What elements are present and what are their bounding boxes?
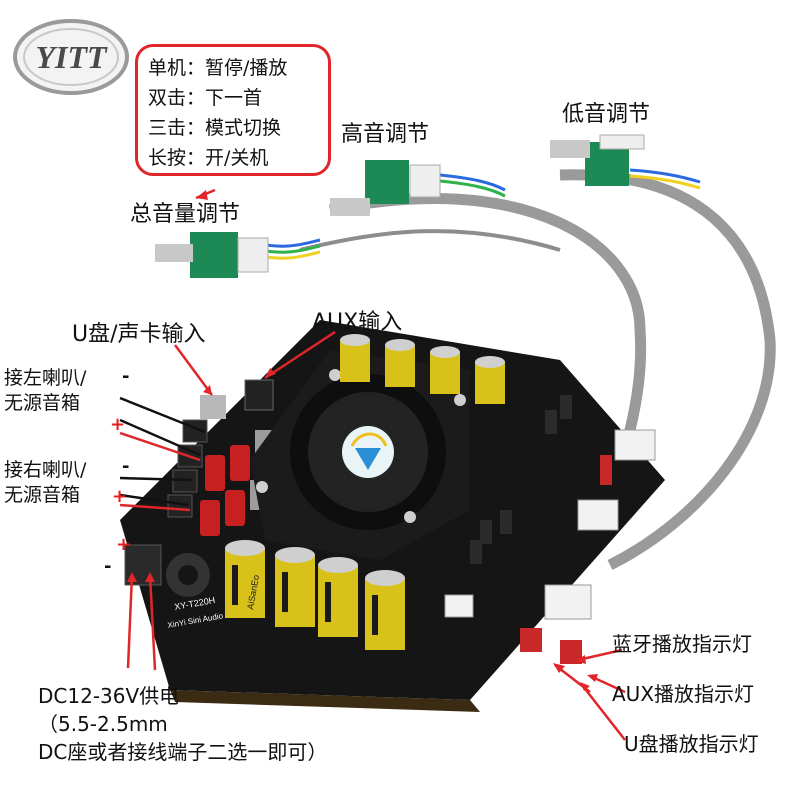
callout-line-long: 长按：开/关机 xyxy=(148,147,269,169)
usb-port xyxy=(200,395,226,419)
volume-cable xyxy=(299,229,561,252)
dc-minus-sign: - xyxy=(104,556,112,577)
left-plus-sign: + xyxy=(110,414,126,435)
bass-label: 低音调节 xyxy=(562,102,651,127)
brand-logo: YITT xyxy=(10,16,132,98)
dc-power-label-1: DC12-36V供电 xyxy=(38,684,180,708)
resistors xyxy=(200,445,250,536)
aux-led-label: AUX播放指示灯 xyxy=(612,682,755,706)
logo-text: YITT xyxy=(35,39,108,75)
button-function-callout: 单机：暂停/播放 双击：下一首 三击：模式切换 长按：开/关机 xyxy=(135,44,331,176)
bluetooth-led-label: 蓝牙播放指示灯 xyxy=(612,632,752,656)
right-speaker-label-2: 无源音箱 xyxy=(4,484,81,506)
right-plus-sign: + xyxy=(112,486,128,507)
volume-pot xyxy=(155,232,269,278)
usb-soundcard-label: U盘/声卡输入 xyxy=(72,322,206,347)
signal-caps xyxy=(470,395,572,564)
small-caps xyxy=(520,455,612,664)
cooling-fan xyxy=(250,350,470,560)
dc-power-label-3: DC座或者接线端子二选一即可） xyxy=(38,740,328,764)
white-connectors xyxy=(444,429,656,620)
total-volume-label: 总音量调节 xyxy=(130,202,241,227)
dc-plus-sign: + xyxy=(116,534,132,555)
aux-port xyxy=(244,379,274,411)
usb-led-label: U盘播放指示灯 xyxy=(624,732,759,756)
bass-pot xyxy=(550,134,645,186)
bass-cable xyxy=(559,169,776,570)
callout-line-double: 双击：下一首 xyxy=(148,87,263,109)
left-speaker-label-1: 接左喇叭/ xyxy=(4,367,87,389)
left-speaker-label-2: 无源音箱 xyxy=(4,392,81,414)
right-minus-sign: - xyxy=(122,456,130,477)
bottom-capacitors xyxy=(225,540,405,650)
aux-input-label: AUX输入 xyxy=(312,310,403,335)
callout-line-single: 单机：暂停/播放 xyxy=(148,57,288,79)
dc-power-label-2: （5.5-2.5mm xyxy=(38,712,168,736)
treble-pot xyxy=(330,160,441,216)
callout-line-triple: 三击：模式切换 xyxy=(148,117,282,139)
top-capacitors xyxy=(340,334,505,404)
left-minus-sign: - xyxy=(122,366,130,387)
right-speaker-label-1: 接右喇叭/ xyxy=(4,459,87,481)
red-arrows xyxy=(119,188,626,741)
annotation-arrows xyxy=(119,396,206,507)
treble-label: 高音调节 xyxy=(341,122,430,147)
